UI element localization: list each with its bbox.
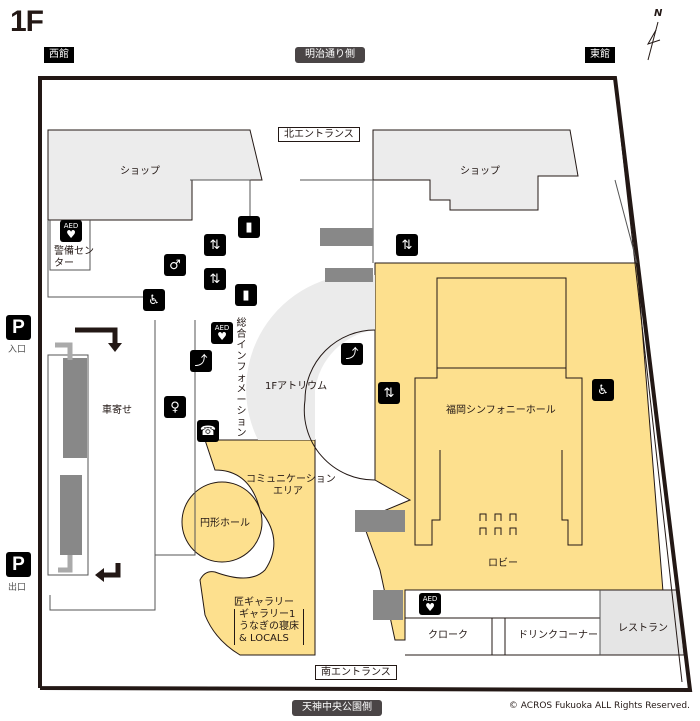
circular-hall-label: 円形ホール	[200, 518, 250, 529]
drink-vending-icon[interactable]: ▮	[238, 216, 260, 238]
heart-icon: ♥	[425, 600, 435, 614]
east-wing-label: 東館	[585, 47, 615, 63]
aed-icon[interactable]: AED♥	[60, 220, 82, 242]
heart-icon: ♥	[66, 227, 76, 241]
west-wing-label: 西館	[44, 47, 74, 63]
car-drop-off-label: 車寄せ	[102, 405, 132, 416]
symphony-hall-stage	[436, 277, 567, 369]
copyright: © ACROS Fukuoka ALL Rights Reserved.	[508, 701, 690, 711]
cloak-label: クローク	[428, 630, 468, 641]
parking-exit-label: 出口	[8, 583, 27, 593]
hall-wall-left	[414, 368, 441, 546]
hall-wall-right	[561, 368, 583, 546]
exit-arrow	[102, 563, 121, 578]
drink-vending-icon[interactable]: ▮	[235, 284, 257, 306]
information-label: 総合インフォメーション	[236, 318, 247, 439]
gallery-sub-3: & LOCALS	[239, 633, 289, 644]
elevator-icon[interactable]: ⇅	[204, 268, 226, 290]
atrium-label: 1Fアトリウム	[265, 381, 328, 392]
communication-area[interactable]	[199, 439, 316, 656]
parking-entry-label: 入口	[8, 345, 27, 355]
communication-area-label-2: エリア	[273, 486, 303, 497]
gallery-sub-2: うなぎの寝床	[239, 621, 299, 632]
north-entrance-label[interactable]: 北エントランス	[278, 127, 360, 142]
accessible-restroom-icon[interactable]: ♿	[143, 289, 165, 311]
gallery-sub-list: ギャラリー1 うなぎの寝床 & LOCALS	[234, 609, 304, 645]
symphony-hall-label: 福岡シンフォニーホール	[446, 405, 556, 416]
gallery-sub-1: ギャラリー1	[239, 609, 296, 620]
elevator-icon[interactable]: ⇅	[396, 234, 418, 256]
ramp-entry	[63, 358, 87, 458]
elevator-icon[interactable]: ⇅	[204, 234, 226, 256]
escalator-icon[interactable]: ⤴	[341, 343, 363, 365]
compass-icon	[646, 21, 661, 61]
restaurant-label: レストラン	[618, 623, 668, 634]
shop-west-label: ショップ	[120, 166, 160, 177]
floor-title: 1F	[10, 5, 44, 38]
elevator-icon[interactable]: ⇅	[378, 382, 400, 404]
ramp-exit	[60, 475, 82, 555]
parking-exit-badge: P	[6, 552, 31, 577]
aed-icon[interactable]: AED♥	[419, 593, 441, 615]
drink-corner-label: ドリンクコーナー	[518, 630, 598, 641]
communication-area-label-1: コミュニケーション	[246, 474, 336, 485]
meiji-street-side-label: 明治通り側	[295, 47, 365, 63]
aed-icon-text: AED	[214, 323, 230, 332]
security-center-label: 警備センター	[54, 246, 94, 269]
interior-walls	[47, 179, 638, 655]
circular-hall[interactable]	[181, 481, 263, 563]
hall-doors	[479, 513, 517, 535]
phone-icon[interactable]: ☎	[197, 420, 219, 442]
lobby-label: ロビー	[488, 558, 518, 569]
aed-icon-text: AED	[422, 594, 438, 603]
aed-icon-text: AED	[63, 221, 79, 230]
restroom-men-icon[interactable]: ♂	[164, 254, 186, 276]
parking-entry-badge: P	[6, 315, 31, 340]
building-outline	[38, 76, 693, 693]
escalator-icon[interactable]: ⤴	[190, 350, 212, 372]
restroom-women-icon[interactable]: ♀	[164, 396, 186, 418]
accessible-restroom-icon[interactable]: ♿	[592, 379, 614, 401]
takumi-gallery-label: 匠ギャラリー	[234, 597, 294, 608]
entry-arrow	[75, 327, 118, 345]
shop-east-label: ショップ	[460, 166, 500, 177]
aed-icon[interactable]: AED♥	[211, 322, 233, 344]
south-entrance-label[interactable]: 南エントランス	[315, 665, 397, 680]
heart-icon: ♥	[217, 329, 227, 343]
tenjin-park-side-label: 天神中央公園側	[292, 700, 382, 716]
atrium-area[interactable]	[246, 274, 375, 440]
shop-east-area[interactable]	[372, 129, 579, 211]
compass-label: N	[654, 8, 663, 19]
